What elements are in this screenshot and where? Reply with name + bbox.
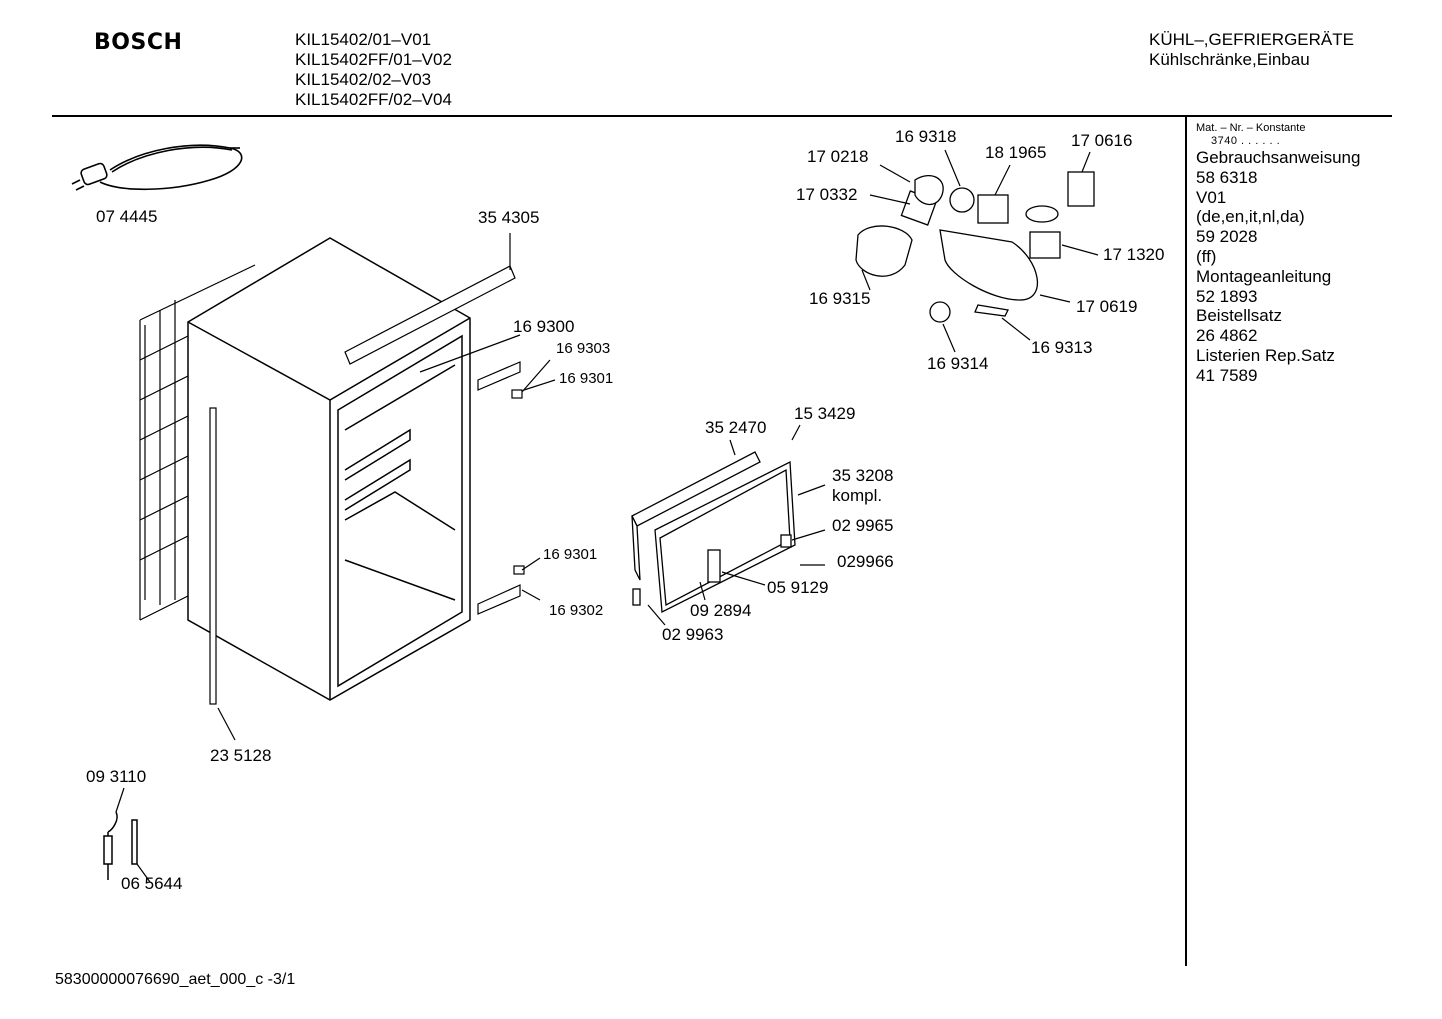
control-housing	[855, 171, 1095, 323]
thermostat-sensor	[103, 811, 138, 880]
sidebar-item: Beistellsatz	[1196, 306, 1282, 326]
part-label: 35 4305	[478, 208, 540, 227]
sidebar-item: 41 7589	[1196, 365, 1258, 385]
category-title: KÜHL–,GEFRIERGERÄTE	[1149, 30, 1354, 49]
part-label: 02 9965	[832, 516, 894, 535]
top-rail	[344, 265, 516, 365]
part-label: 05 9129	[767, 578, 829, 597]
part-label: 16 9300	[513, 317, 575, 336]
part-label: 23 5128	[210, 746, 272, 765]
condenser-coil	[139, 264, 256, 621]
part-label: 029966	[837, 552, 894, 571]
part-label: 17 1320	[1103, 245, 1165, 264]
part-label: 16 9302	[549, 602, 604, 619]
brand-logo: BOSCH	[94, 30, 183, 55]
category-subtitle: Kühlschränke,Einbau	[1149, 50, 1310, 69]
part-label: 16 9301	[543, 546, 598, 563]
seal-strip	[209, 407, 217, 705]
part-label: 15 3429	[794, 404, 856, 423]
sidebar-item: 59 2028	[1196, 227, 1258, 247]
model-number: KIL15402FF/01–V02	[295, 50, 452, 69]
mat-label: Mat. – Nr. – Konstante	[1196, 122, 1306, 134]
sidebar-info: Mat. – Nr. – Konstante 3740 . . . . . . …	[1196, 122, 1360, 386]
sidebar-item: V01	[1196, 187, 1227, 207]
model-list: KIL15402/01–V01 KIL15402FF/01–V02 KIL154…	[295, 30, 452, 110]
power-cord	[71, 144, 243, 191]
hinge-bottom	[477, 565, 525, 615]
part-label: 16 9315	[809, 289, 871, 308]
part-label: 35 2470	[705, 418, 767, 437]
part-label: 17 0616	[1071, 131, 1133, 150]
part-label: 16 9303	[556, 340, 611, 357]
sidebar-item: Listerien Rep.Satz	[1196, 345, 1335, 365]
model-number: KIL15402/02–V03	[295, 70, 432, 89]
leader-lines	[115, 149, 1099, 883]
part-label: 35 3208	[832, 466, 894, 485]
model-number: KIL15402FF/02–V04	[295, 90, 452, 109]
part-label: kompl.	[832, 486, 883, 505]
part-label: 09 2894	[690, 601, 752, 620]
sidebar-item: Gebrauchsanweisung	[1196, 148, 1361, 167]
part-label: 16 9313	[1031, 338, 1093, 357]
part-label: 17 0332	[796, 185, 858, 204]
part-label: 02 9963	[662, 625, 724, 644]
part-label: 18 1965	[985, 143, 1047, 162]
hinge-top	[477, 361, 523, 399]
mat-value: 3740 . . . . . .	[1211, 135, 1281, 147]
part-label: 06 5644	[121, 874, 183, 893]
sidebar-item: 52 1893	[1196, 286, 1258, 306]
sidebar-item: 26 4862	[1196, 326, 1258, 346]
sidebar-item: (ff)	[1196, 246, 1217, 266]
part-label: 16 9318	[895, 127, 957, 146]
model-number: KIL15402/01–V01	[295, 30, 432, 49]
document-code: 58300000076690_aet_000_c -3/1	[55, 971, 296, 988]
part-label: 17 0619	[1076, 297, 1138, 316]
sidebar-item: (de,en,it,nl,da)	[1196, 207, 1305, 227]
part-label: 16 9314	[927, 354, 989, 373]
part-label: 16 9301	[559, 370, 614, 387]
sidebar-item: Montageanleitung	[1196, 266, 1332, 286]
freezer-door	[631, 451, 796, 614]
part-label: 07 4445	[96, 207, 158, 226]
fridge-cabinet	[187, 237, 471, 701]
category: KÜHL–,GEFRIERGERÄTE Kühlschränke,Einbau	[1149, 30, 1354, 70]
part-label: 17 0218	[807, 147, 869, 166]
part-label: 09 3110	[86, 767, 147, 786]
sidebar-item: 58 6318	[1196, 167, 1258, 187]
